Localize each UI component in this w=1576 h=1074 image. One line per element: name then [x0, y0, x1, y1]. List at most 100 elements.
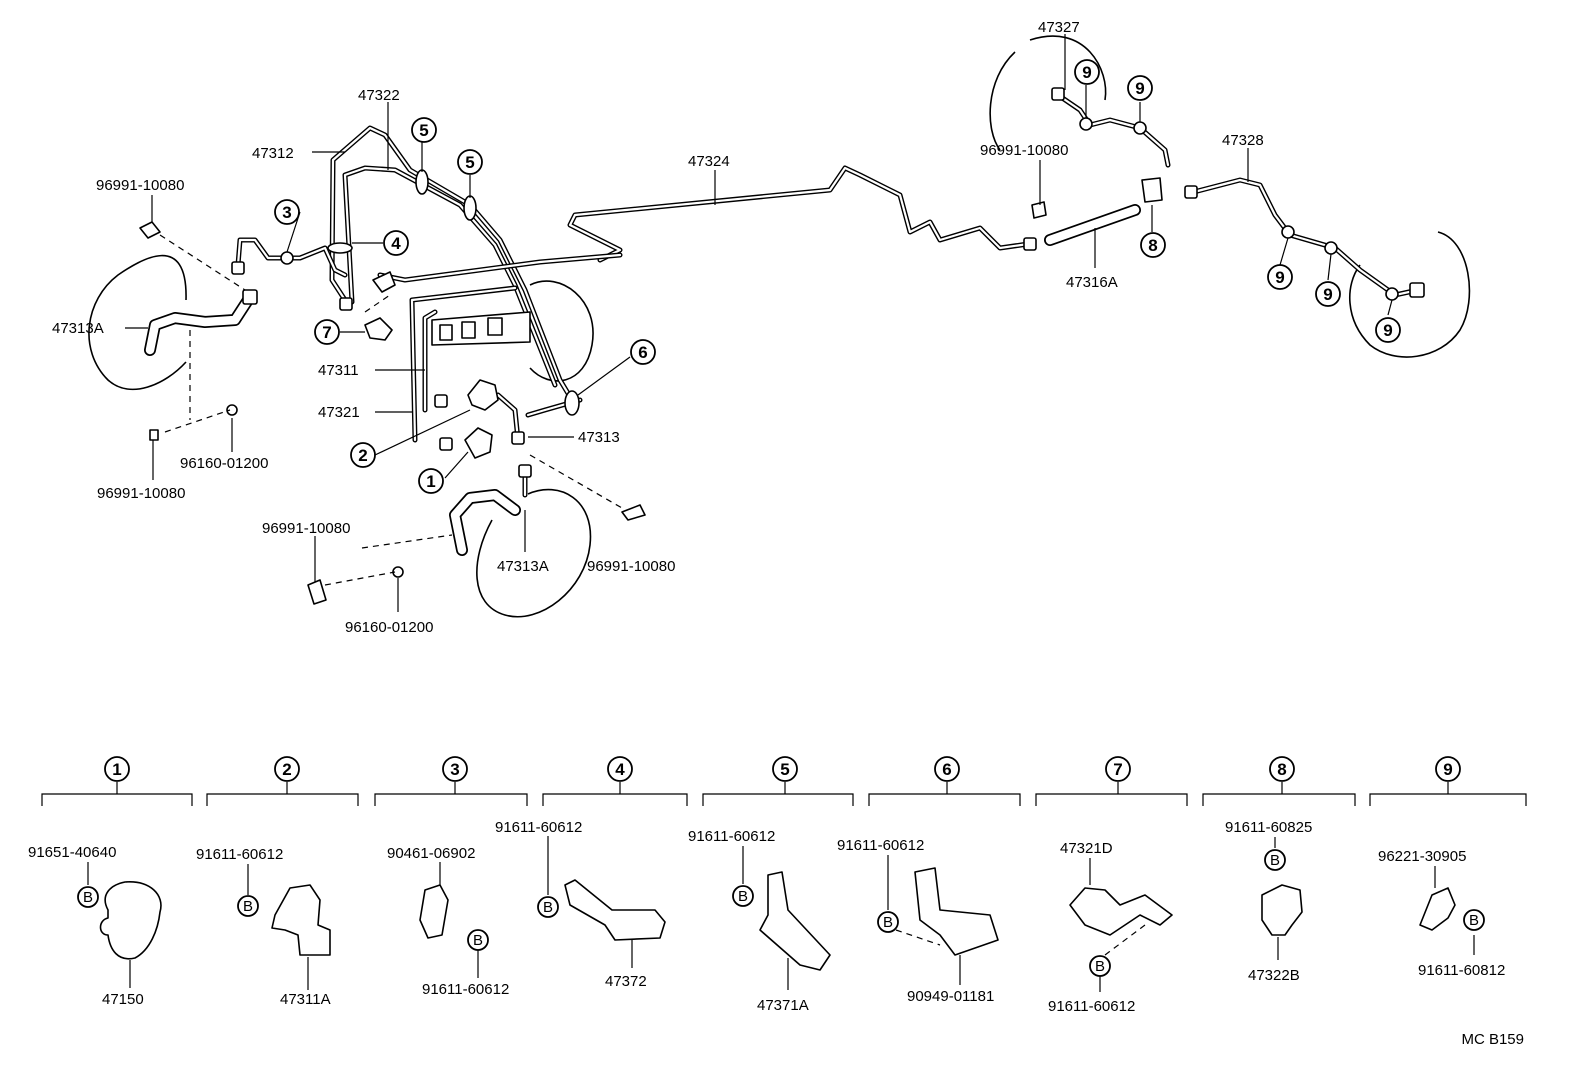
- label-96160-01200-a: 96160-01200: [180, 455, 268, 472]
- label-47328: 47328: [1222, 132, 1264, 149]
- detail-group-1: 1 91651-40640 B 47150: [28, 756, 162, 1008]
- detail-group-4: 4 91611-60612 B 47372: [495, 756, 666, 990]
- label-47311A: 47311A: [280, 991, 331, 1008]
- label-96991-10080-a: 96991-10080: [96, 177, 184, 194]
- detail-headers: [41, 782, 1527, 806]
- label-47322: 47322: [358, 87, 400, 104]
- callout-8: 8: [1140, 232, 1166, 258]
- flexible-hoses: [144, 204, 1141, 556]
- label-91611-60812: 91611-60812: [1418, 962, 1505, 979]
- label-91651-40640: 91651-40640: [28, 844, 116, 861]
- svg-text:7: 7: [1113, 760, 1122, 779]
- label-47312: 47312: [252, 145, 294, 162]
- detail-group-5: 5 91611-60612 B 47371A: [688, 756, 831, 1014]
- label-90949-01181: 90949-01181: [907, 988, 994, 1005]
- detail-group-8: 8 91611-60825 B 47322B: [1225, 756, 1312, 984]
- label-91611-60612-g2: 91611-60612: [196, 846, 283, 863]
- svg-text:8: 8: [1148, 236, 1157, 255]
- svg-text:3: 3: [450, 760, 459, 779]
- label-47321: 47321: [318, 404, 360, 421]
- label-47150: 47150: [102, 991, 144, 1008]
- label-90461-06902: 90461-06902: [387, 845, 475, 862]
- svg-text:1: 1: [112, 760, 121, 779]
- label-47316A: 47316A: [1066, 274, 1118, 291]
- svg-text:B: B: [1469, 912, 1479, 929]
- label-47322B: 47322B: [1248, 967, 1300, 984]
- callout-9-b: 9: [1127, 75, 1153, 101]
- callout-5-b: 5: [457, 149, 483, 175]
- svg-text:4: 4: [391, 234, 401, 253]
- detail-groups: 1 91651-40640 B 47150 2 91611-60612 B 47…: [28, 756, 1527, 1015]
- rear-left-drum: [989, 35, 1107, 151]
- label-47311: 47311: [318, 362, 359, 379]
- rear-right-drum: [1349, 231, 1471, 358]
- label-91611-60612-g4: 91611-60612: [495, 819, 582, 836]
- leader-lines: [125, 34, 1393, 612]
- svg-text:5: 5: [780, 760, 789, 779]
- callout-3: 3: [274, 199, 300, 225]
- svg-text:5: 5: [465, 153, 474, 172]
- clamps: [280, 117, 1399, 416]
- svg-text:3: 3: [282, 203, 291, 222]
- label-96991-10080-b: 96991-10080: [980, 142, 1068, 159]
- svg-text:9: 9: [1443, 760, 1452, 779]
- callout-9-a: 9: [1074, 59, 1100, 85]
- brackets: [139, 201, 1047, 605]
- callout-7: 7: [314, 319, 340, 345]
- label-91611-60612-g5: 91611-60612: [688, 828, 775, 845]
- detail-group-6: 6 91611-60612 B 90949-01181: [837, 756, 999, 1005]
- fittings: [231, 87, 1425, 478]
- label-96221-30905: 96221-30905: [1378, 848, 1466, 865]
- svg-text:2: 2: [358, 446, 367, 465]
- svg-text:9: 9: [1383, 321, 1392, 340]
- callout-9-c: 9: [1267, 264, 1293, 290]
- svg-text:7: 7: [322, 323, 331, 342]
- right-front-brake-disc: [476, 488, 592, 618]
- svg-text:B: B: [243, 898, 253, 915]
- upper-callouts: 3 4 5 5 6 7 2 1 8 9 9 9 9 9: [274, 59, 1401, 494]
- callout-9-d: 9: [1315, 281, 1341, 307]
- callout-5-a: 5: [411, 117, 437, 143]
- detail-group-2: 2 91611-60612 B 47311A: [196, 756, 331, 1008]
- callout-4: 4: [383, 230, 409, 256]
- detail-group-9: 9 96221-30905 B 91611-60812: [1378, 756, 1505, 979]
- svg-text:5: 5: [419, 121, 428, 140]
- label-96160-01200-b: 96160-01200: [345, 619, 433, 636]
- label-47313: 47313: [578, 429, 620, 446]
- callout-6: 6: [630, 339, 656, 365]
- label-91611-60612-g3: 91611-60612: [422, 981, 509, 998]
- label-47372: 47372: [605, 973, 647, 990]
- svg-text:4: 4: [615, 760, 625, 779]
- label-47321D: 47321D: [1060, 840, 1113, 857]
- svg-text:B: B: [1270, 852, 1280, 869]
- svg-text:8: 8: [1277, 760, 1286, 779]
- left-front-brake-disc: [88, 254, 187, 391]
- callout-9-e: 9: [1375, 317, 1401, 343]
- svg-text:B: B: [83, 889, 93, 906]
- svg-text:B: B: [473, 932, 483, 949]
- figure-code: MC B159: [1461, 1031, 1524, 1048]
- svg-text:6: 6: [942, 760, 951, 779]
- svg-text:1: 1: [426, 472, 435, 491]
- svg-text:B: B: [543, 899, 553, 916]
- callout-1: 1: [418, 468, 444, 494]
- svg-text:9: 9: [1135, 79, 1144, 98]
- svg-text:9: 9: [1082, 63, 1091, 82]
- label-47313A-left: 47313A: [52, 320, 104, 337]
- label-91611-60612-g7: 91611-60612: [1048, 998, 1135, 1015]
- label-96991-10080-e: 96991-10080: [587, 558, 675, 575]
- callout-2: 2: [350, 442, 376, 468]
- upper-part-labels: 47322 47312 47324 47327 47328 96991-1008…: [52, 19, 1264, 636]
- label-47324: 47324: [688, 153, 730, 170]
- label-91611-60825: 91611-60825: [1225, 819, 1312, 836]
- svg-text:2: 2: [282, 760, 291, 779]
- svg-text:6: 6: [638, 343, 647, 362]
- label-96991-10080-c: 96991-10080: [97, 485, 185, 502]
- svg-text:B: B: [883, 914, 893, 931]
- svg-text:B: B: [738, 888, 748, 905]
- label-47327: 47327: [1038, 19, 1080, 36]
- detail-group-7: 7 47321D B 91611-60612: [1048, 756, 1173, 1015]
- master-cylinder-body: [364, 177, 1163, 459]
- label-96991-10080-d: 96991-10080: [262, 520, 350, 537]
